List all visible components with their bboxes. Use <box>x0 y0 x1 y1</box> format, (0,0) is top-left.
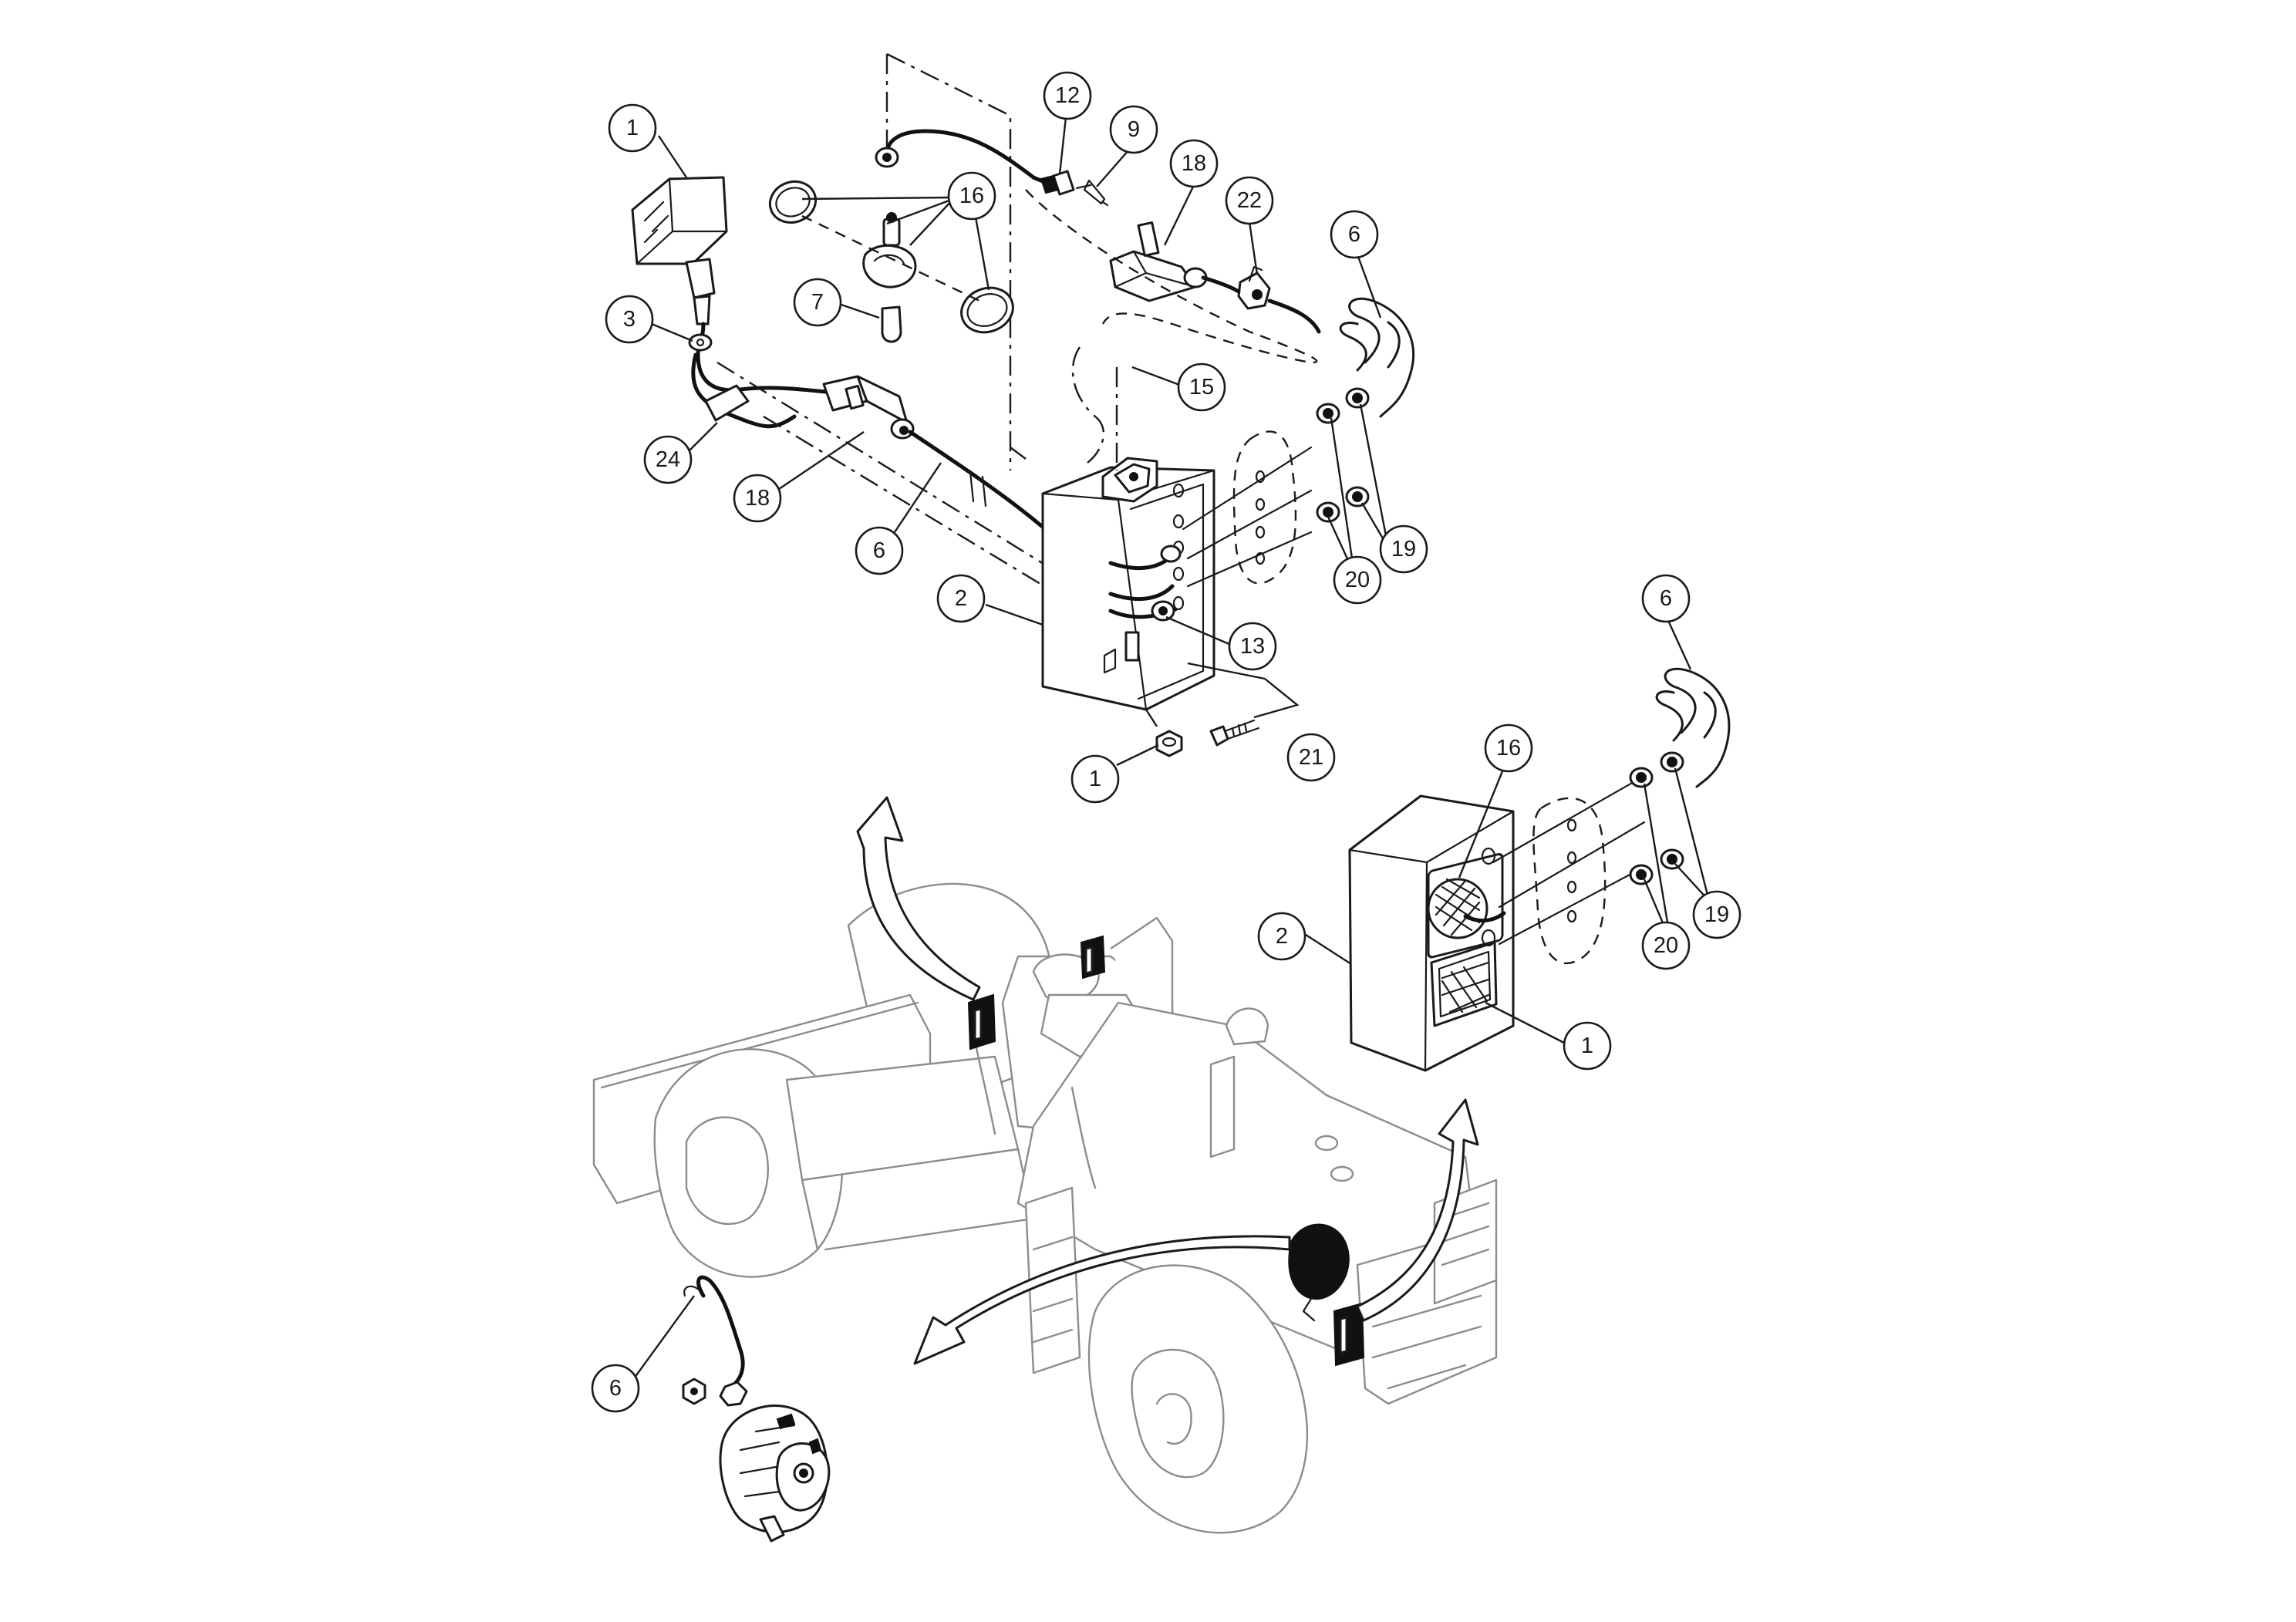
callout-21: 21 <box>1286 733 1336 782</box>
work-lamp-lens <box>1430 941 1498 1027</box>
arrow-left <box>913 1235 1291 1365</box>
svg-text:22: 22 <box>1237 188 1262 213</box>
bolt-21 <box>1209 719 1260 747</box>
svg-text:15: 15 <box>1189 375 1214 400</box>
callout-9: 9 <box>1109 105 1158 154</box>
svg-text:20: 20 <box>1654 933 1678 958</box>
svg-text:19: 19 <box>1704 902 1729 927</box>
svg-text:7: 7 <box>811 290 824 315</box>
svg-text:16: 16 <box>959 184 984 208</box>
callout-22: 22 <box>1225 176 1274 225</box>
tail-lamp-lens <box>1427 878 1489 939</box>
arrow-up-left <box>856 796 981 1001</box>
callout-20-top: 20 <box>1333 555 1382 605</box>
alternator <box>682 1275 831 1543</box>
svg-text:6: 6 <box>873 538 885 563</box>
work-headlamp <box>631 176 728 325</box>
svg-text:1: 1 <box>1089 767 1101 791</box>
callout-1-right: 1 <box>1563 1021 1612 1071</box>
callout-16-right: 16 <box>1484 723 1533 773</box>
callout-6-harness: 6 <box>855 526 904 575</box>
svg-text:6: 6 <box>1660 586 1672 611</box>
svg-text:6: 6 <box>609 1376 622 1401</box>
callout-16-top: 16 <box>947 171 996 221</box>
svg-text:9: 9 <box>1128 117 1140 142</box>
callout-15: 15 <box>1177 363 1226 412</box>
callout-3: 3 <box>605 295 654 344</box>
washers-nuts-right <box>1629 751 1684 885</box>
view-arrows <box>856 796 1479 1365</box>
right-lamp-assembly <box>1348 667 1731 1072</box>
bulb-holder-group <box>768 180 1014 343</box>
svg-text:24: 24 <box>656 447 680 472</box>
svg-text:3: 3 <box>623 307 636 332</box>
svg-text:19: 19 <box>1391 537 1416 561</box>
arrow-up-right <box>1356 1098 1479 1322</box>
svg-text:1: 1 <box>626 116 639 140</box>
inline-connector-left <box>822 375 915 440</box>
callout-19-right: 19 <box>1692 890 1741 939</box>
callout-12: 12 <box>1043 71 1092 120</box>
callout-7: 7 <box>793 278 842 327</box>
svg-text:13: 13 <box>1240 634 1265 659</box>
callout-18-top: 18 <box>1169 139 1219 188</box>
svg-text:2: 2 <box>1276 924 1288 949</box>
svg-text:18: 18 <box>745 486 770 511</box>
svg-text:12: 12 <box>1055 83 1080 108</box>
rear-lamp-assembly <box>631 52 1415 757</box>
connector-12-bulb-9 <box>1040 170 1109 207</box>
callout-2-right: 2 <box>1257 912 1306 961</box>
svg-text:20: 20 <box>1345 568 1370 592</box>
callout-18-left: 18 <box>733 474 782 523</box>
callout-20-right: 20 <box>1641 921 1691 970</box>
callout-19-top: 19 <box>1379 524 1428 574</box>
svg-text:1: 1 <box>1581 1034 1593 1058</box>
callout-1-bottom-nut: 1 <box>1070 754 1120 804</box>
lamp-box-housing-top <box>1041 457 1215 711</box>
connector-18-top <box>1109 221 1321 334</box>
svg-text:2: 2 <box>955 586 967 611</box>
callout-2-top: 2 <box>936 574 986 623</box>
callout-6-top-right: 6 <box>1330 210 1379 259</box>
svg-text:16: 16 <box>1496 736 1521 760</box>
callouts: 1 3 24 18 6 2 7 16 12 9 18 22 6 15 20 19… <box>591 71 1741 1413</box>
svg-text:21: 21 <box>1299 745 1323 770</box>
svg-text:6: 6 <box>1348 222 1360 247</box>
callout-6-right: 6 <box>1641 574 1691 623</box>
callout-13: 13 <box>1228 622 1277 671</box>
washers-nuts-top <box>1316 387 1370 523</box>
svg-text:18: 18 <box>1182 151 1206 176</box>
headlamp-cable <box>696 322 828 394</box>
bottom-nut <box>1155 730 1183 757</box>
callout-24: 24 <box>643 435 693 484</box>
callout-1-headlamp: 1 <box>608 103 657 153</box>
machine-lamp-boxes <box>967 935 1365 1367</box>
callout-6-alternator: 6 <box>591 1364 640 1413</box>
